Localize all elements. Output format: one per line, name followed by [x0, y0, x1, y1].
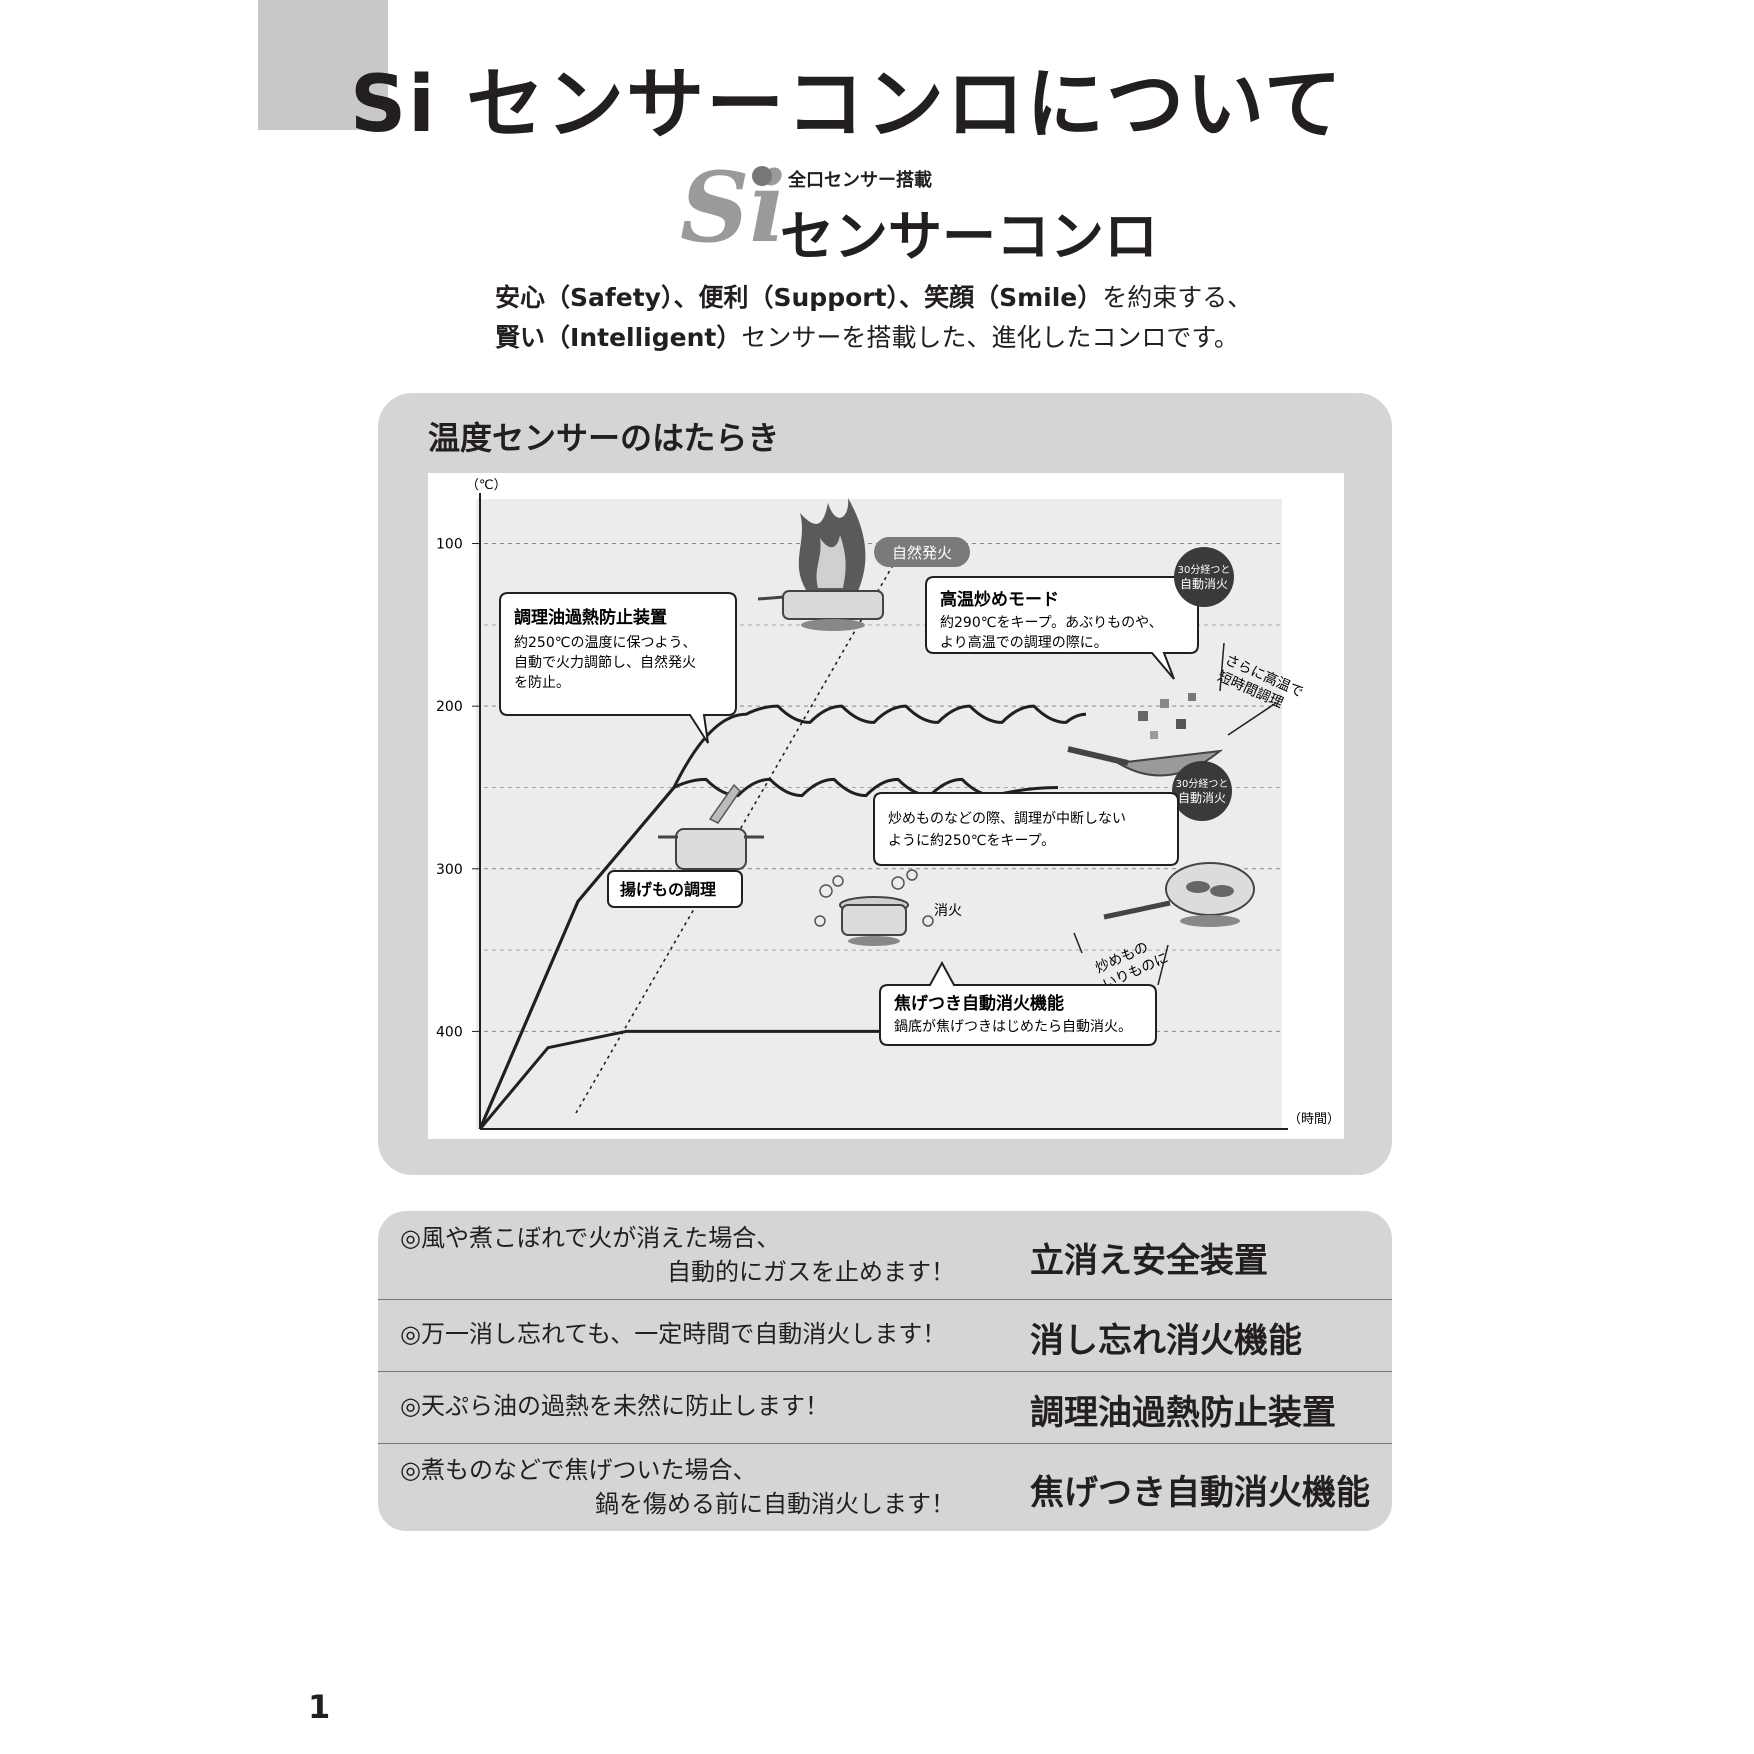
oil-guard-line-1: 約250℃の温度に保つよう、	[514, 635, 696, 651]
feature-description: ◎万一消し忘れても、一定時間で自動消火します！	[400, 1317, 946, 1351]
deep-fry-title: 揚げもの調理	[620, 880, 716, 899]
intro-fragment: 便利	[698, 283, 749, 312]
feature-row: ◎煮ものなどで焦げついた場合、鍋を傷める前に自動消火します！ 焦げつき自動消火機能	[378, 1443, 1392, 1531]
wok-illustration	[1067, 693, 1224, 777]
callout-high-temp: 高温炒めモード 約290℃をキープ。あぶりものや、 より高温での調理の際に。	[925, 576, 1199, 680]
feature-name: 立消え安全装置	[1030, 1241, 1268, 1281]
feature-name: 消し忘れ消火機能	[1030, 1321, 1302, 1361]
intro-fragment: （Support）、	[748, 283, 925, 312]
off-label: 消火	[934, 903, 962, 919]
y-tick-label: 300	[436, 862, 463, 878]
badge-1-line-1: 30分経つと	[1178, 563, 1231, 576]
temperature-sensor-panel: 温度センサーのはたらき 400 300 200 100 （℃） （時間） 自然発火 調…	[378, 393, 1392, 1175]
page-number: 1	[308, 1688, 331, 1726]
y-tick-label: 100	[436, 537, 463, 553]
intro-fragment: 賢い	[495, 323, 546, 352]
feature-row: ◎天ぷら油の過熱を未然に防止します！ 調理油過熱防止装置	[378, 1371, 1392, 1444]
auto-off-badge-2: 30分経つと 自動消火	[1172, 761, 1232, 821]
intro-fragment: を約束する、	[1102, 283, 1253, 312]
y-tick-label: 400	[436, 1024, 463, 1040]
feature-description-line: 鍋を傷める前に自動消火します！	[595, 1490, 955, 1518]
feature-row: ◎万一消し忘れても、一定時間で自動消火します！ 消し忘れ消火機能	[378, 1299, 1392, 1372]
feature-description-line: 自動的にガスを止めます！	[667, 1258, 955, 1286]
y-axis-unit: （℃）	[466, 478, 507, 493]
badge-2-line-2: 自動消火	[1178, 791, 1226, 805]
stir-fry-line-2: ように約250℃をキープ。	[888, 833, 1055, 849]
intro-fragment: 笑顔	[924, 283, 975, 312]
high-temp-line-2: より高温での調理の際に。	[940, 634, 1108, 651]
badge-1-line-2: 自動消火	[1180, 577, 1228, 591]
intro-fragment: （Smile）	[974, 283, 1103, 312]
feature-description-line: ◎天ぷら油の過熱を未然に防止します！	[400, 1392, 829, 1420]
scorch-line-1: 鍋底が焦げつきはじめたら自動消火。	[894, 1019, 1132, 1035]
intro-fragment: 安心	[495, 283, 546, 312]
feature-list: ◎風や煮こぼれで火が消えた場合、自動的にガスを止めます！ 立消え安全装置 ◎万一消し…	[378, 1211, 1392, 1531]
intro-text: 安心（Safety）、便利（Support）、笑顔（Smile）を約束する、 賢…	[495, 278, 1252, 358]
callout-oil-guard: 調理油過熱防止装置 約250℃の温度に保つよう、 自動で火力調節し、自然発火 を…	[499, 592, 737, 744]
feature-description: ◎風や煮こぼれで火が消えた場合、自動的にガスを止めます！	[400, 1221, 955, 1289]
callout-scorch: 焦げつき自動消火機能 鍋底が焦げつきはじめたら自動消火。	[879, 960, 1157, 1046]
ignition-label: 自然発火	[874, 537, 970, 567]
intro-fragment: （Intelligent）	[545, 323, 742, 352]
fire-illustration	[757, 498, 884, 631]
feature-description: ◎煮ものなどで焦げついた場合、鍋を傷める前に自動消火します！	[400, 1453, 955, 1521]
badge-2-line-1: 30分経つと	[1176, 777, 1229, 790]
feature-description-line: ◎煮ものなどで焦げついた場合、	[400, 1456, 757, 1484]
stir-fry-line-1: 炒めものなどの際、調理が中断しない	[888, 811, 1126, 827]
feature-row: ◎風や煮こぼれで火が消えた場合、自動的にガスを止めます！ 立消え安全装置	[378, 1211, 1392, 1300]
callout-stir-fry: 炒めものなどの際、調理が中断しない ように約250℃をキープ。	[873, 792, 1179, 866]
oil-guard-line-3: を防止。	[514, 675, 570, 691]
high-temp-title: 高温炒めモード	[940, 589, 1059, 610]
feature-description-line: ◎万一消し忘れても、一定時間で自動消火します！	[400, 1320, 947, 1348]
feature-description-line: ◎風や煮こぼれで火が消えた場合、	[400, 1224, 781, 1252]
feature-name: 焦げつき自動消火機能	[1030, 1473, 1370, 1513]
feature-name: 調理油過熱防止装置	[1030, 1393, 1336, 1433]
temperature-chart: 400 300 200 100 （℃） （時間） 自然発火 調理油過熱防止装置 約25…	[428, 473, 1344, 1139]
panel-title: 温度センサーのはたらき	[428, 419, 780, 457]
intro-line-1: 安心（Safety）、便利（Support）、笑顔（Smile）を約束する、	[495, 278, 1252, 318]
logo-dot-icon	[752, 166, 772, 186]
x-axis-unit: （時間）	[1288, 1112, 1340, 1127]
series-line-1	[478, 704, 1087, 1130]
callout-deep-fry: 揚げもの調理	[607, 870, 743, 908]
feature-description: ◎天ぷら油の過熱を未然に防止します！	[400, 1389, 829, 1423]
high-temp-line-1: 約290℃をキープ。あぶりものや、	[940, 615, 1163, 631]
oil-guard-title: 調理油過熱防止装置	[514, 607, 667, 628]
y-tick-label: 200	[436, 699, 463, 715]
frying-pan-illustration	[1103, 862, 1255, 927]
header-tab	[258, 0, 388, 130]
scorch-title: 焦げつき自動消火機能	[893, 993, 1064, 1014]
page-title: Si センサーコンロについて	[350, 60, 1344, 150]
auto-off-badge-1: 30分経つと 自動消火	[1174, 547, 1234, 607]
simmer-pot-illustration	[814, 869, 934, 946]
logo-subtitle: 全口センサー搭載	[788, 170, 932, 191]
intro-line-2: 賢い（Intelligent）センサーを搭載した、進化したコンロです。	[495, 318, 1252, 358]
si-sensor-logo: Si 全口センサー搭載 センサーコンロ	[680, 160, 1158, 269]
ignition-label-text: 自然発火	[892, 544, 952, 562]
oil-guard-line-2: 自動で火力調節し、自然発火	[514, 654, 696, 671]
logo-main-text: センサーコンロ	[780, 205, 1158, 268]
intro-fragment: センサーを搭載した、進化したコンロです。	[741, 323, 1239, 352]
intro-fragment: （Safety）、	[545, 283, 699, 312]
